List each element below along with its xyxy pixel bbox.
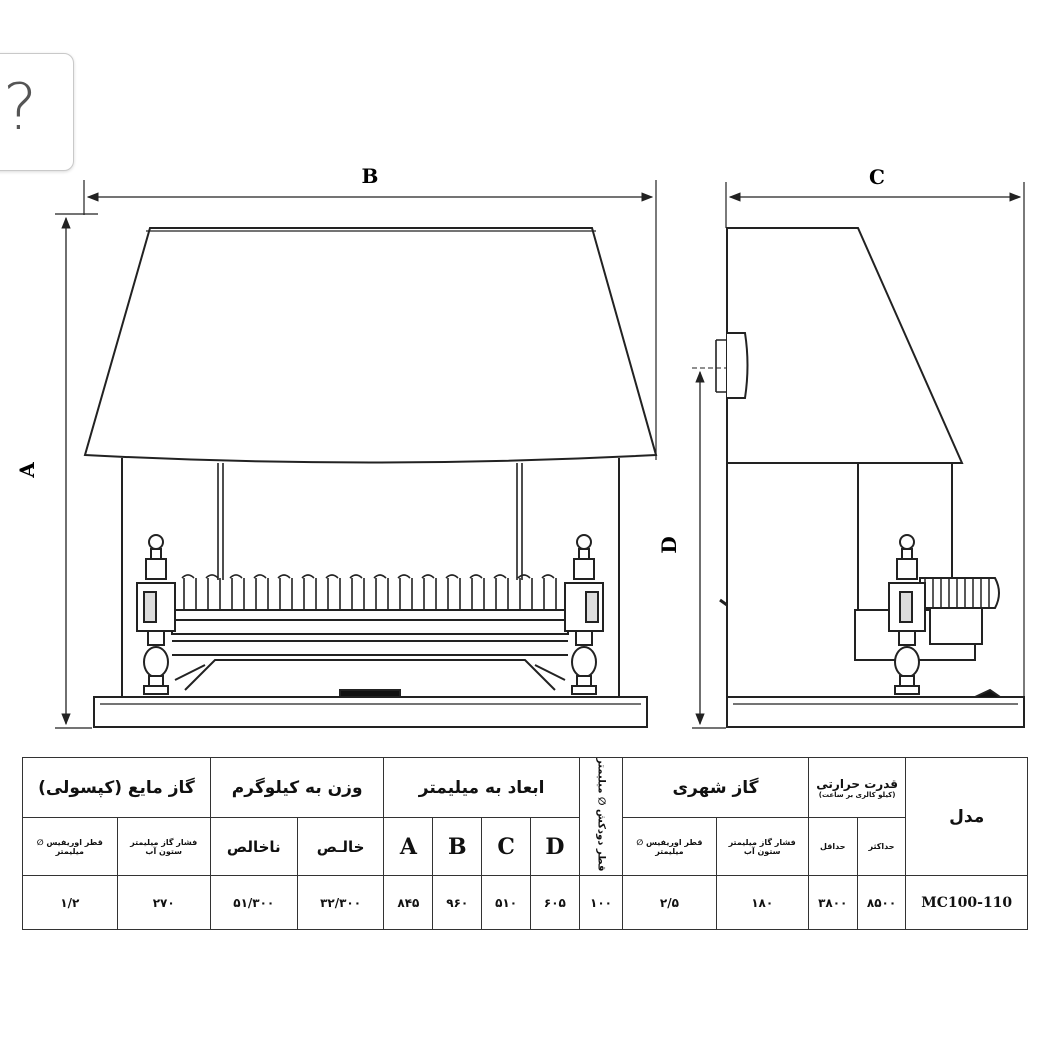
- chimney-label: قطر دودکش ∅ میلیمتر: [595, 758, 607, 872]
- header-city-gas: گاز شهری: [622, 756, 809, 819]
- header-dim-A: A: [383, 817, 434, 877]
- header-weight: وزن به کیلوگرم: [209, 756, 385, 819]
- cell-dim-B: ۹۶۰: [432, 875, 483, 931]
- specifications-table: مدل قدرت حرارتی (کیلو کالری بر ساعت) گاز…: [22, 756, 1028, 931]
- cell-dim-A: ۸۴۵: [383, 875, 434, 931]
- heat-capacity-title: قدرت حرارتی: [816, 776, 898, 791]
- dimension-C: C: [725, 165, 1025, 700]
- side-view: [715, 227, 1025, 728]
- header-dimensions: ابعاد به میلیمتر: [383, 756, 580, 819]
- cell-model: MC100-110: [905, 875, 1028, 931]
- header-lpg-orifice: قطر اوریفیس ∅ میلیمتر: [22, 817, 118, 877]
- cell-dim-D: ۶۰۵: [529, 875, 580, 931]
- header-dim-C: C: [481, 817, 531, 877]
- cell-dim-C: ۵۱۰: [481, 875, 531, 931]
- header-heat-capacity: قدرت حرارتی (کیلو کالری بر ساعت): [807, 756, 907, 819]
- heat-capacity-unit: (کیلو کالری بر ساعت): [818, 790, 896, 799]
- cell-chimney: ۱۰۰: [578, 875, 624, 931]
- label-A: A: [15, 462, 39, 479]
- header-heat-min: حداقل: [807, 817, 858, 877]
- header-dim-D: D: [529, 817, 580, 877]
- table-row: MC100-110 ۸۵۰۰ ۳۸۰۰ ۱۸۰ ۲/۵ ۱۰۰ ۶۰۵ ۵۱۰ …: [22, 875, 1028, 931]
- cell-city-gas-orifice: ۲/۵: [622, 875, 717, 931]
- header-lpg-pressure: فشار گاز میلیمتر ستون آب: [116, 817, 211, 877]
- cell-weight-gross: ۵۱/۳۰۰: [209, 875, 298, 931]
- label-C: C: [869, 165, 885, 189]
- front-view: [83, 227, 658, 728]
- question-icon: ?: [3, 71, 37, 145]
- help-button[interactable]: ?: [0, 53, 74, 171]
- heater-technical-drawing: B A: [15, 164, 1025, 729]
- header-model: مدل: [905, 756, 1028, 877]
- dimension-A: A: [15, 213, 98, 729]
- header-lpg: گاز مایع (کپسولی): [22, 756, 211, 819]
- cell-lpg-orifice: ۱/۲: [22, 875, 118, 931]
- dimension-B: B: [83, 164, 657, 460]
- cell-lpg-pressure: ۲۷۰: [116, 875, 211, 931]
- header-weight-net: خالـص: [296, 817, 385, 877]
- header-dim-B: B: [432, 817, 483, 877]
- label-D: D: [657, 536, 681, 553]
- header-weight-gross: ناخالص: [209, 817, 298, 877]
- cell-heat-min: ۳۸۰۰: [807, 875, 858, 931]
- header-city-gas-orifice: قطر اوریفیس ∅ میلیمتر: [622, 817, 717, 877]
- header-chimney: قطر دودکش ∅ میلیمتر: [578, 756, 624, 877]
- cell-weight-net: ۳۲/۳۰۰: [296, 875, 385, 931]
- header-heat-max: حداکثر: [856, 817, 907, 877]
- header-city-gas-pressure: فشار گاز میلیمتر ستون آب: [715, 817, 809, 877]
- cell-heat-max: ۸۵۰۰: [856, 875, 907, 931]
- label-B: B: [362, 164, 379, 188]
- cell-city-gas-pressure: ۱۸۰: [715, 875, 809, 931]
